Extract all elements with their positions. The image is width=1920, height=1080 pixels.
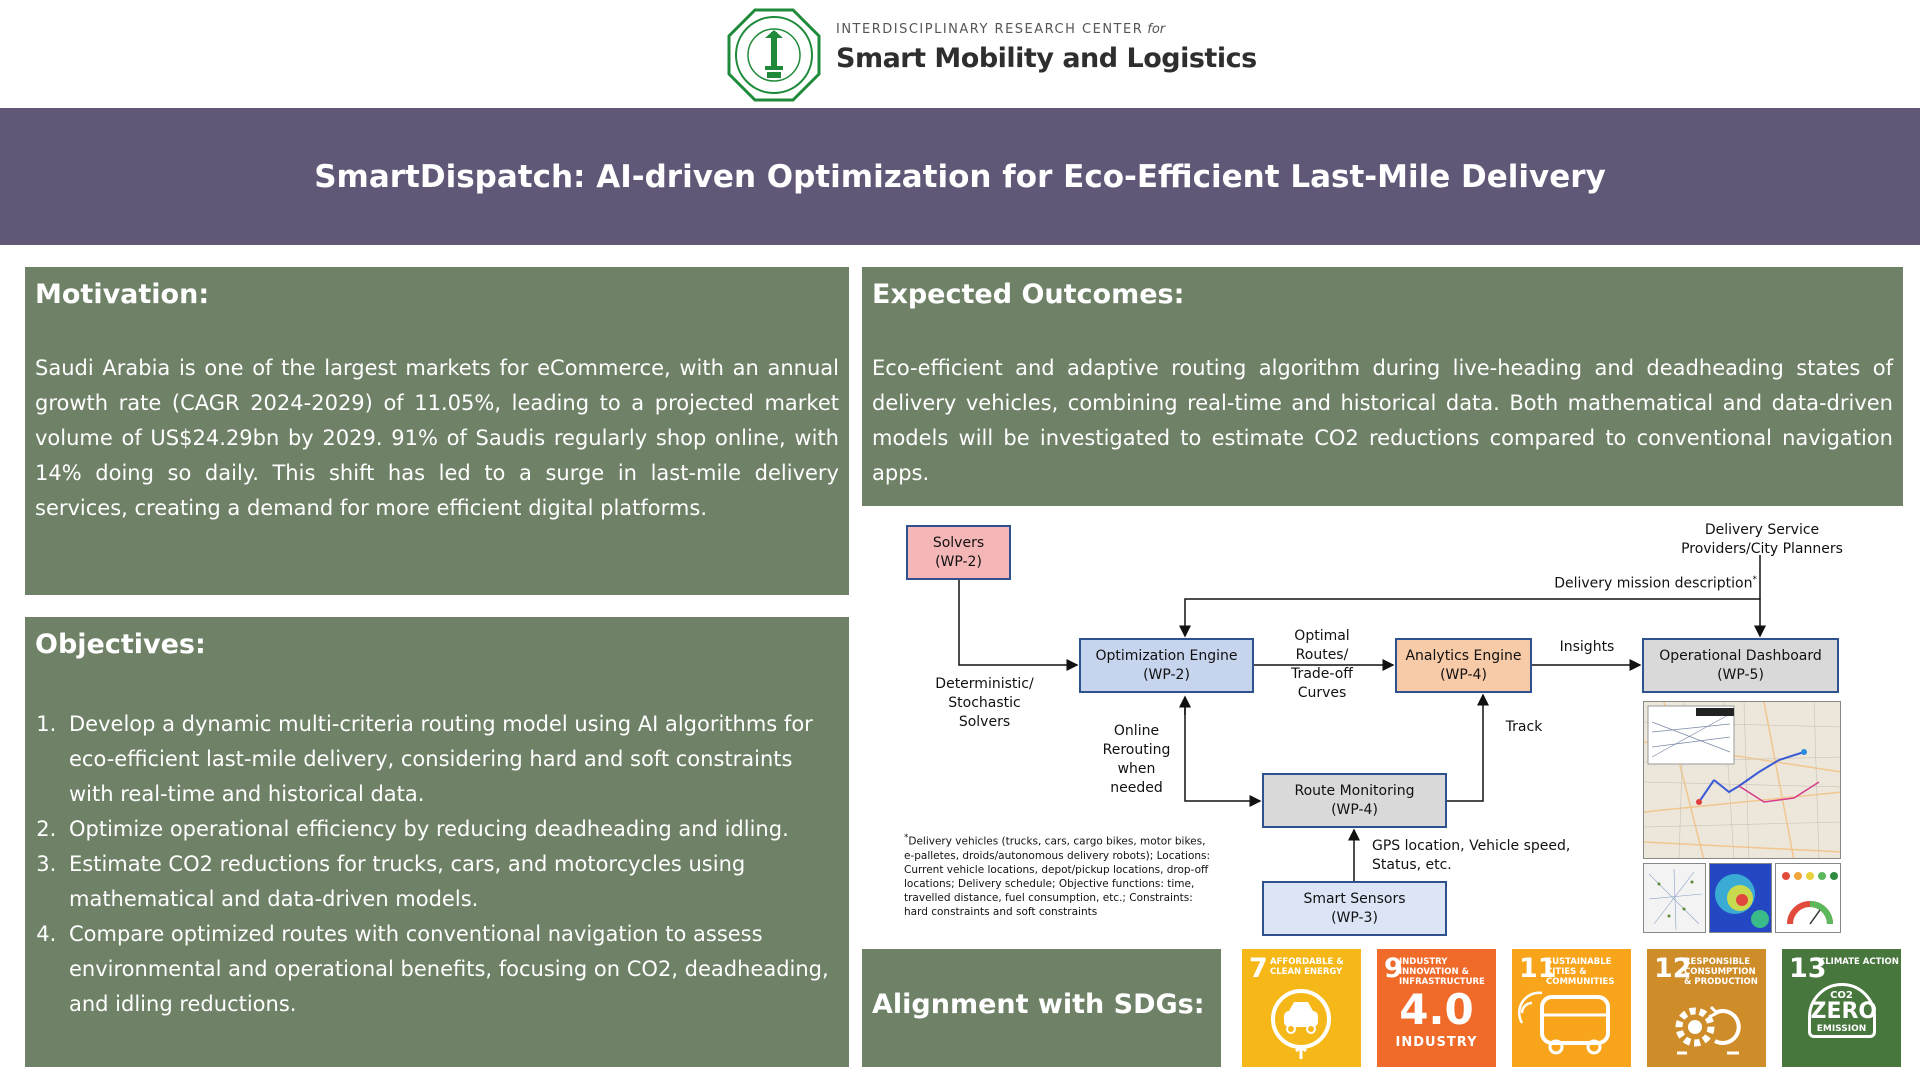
sdg-label: INDUSTRY INNOVATION & INFRASTRUCTURE xyxy=(1399,957,1485,987)
sdg-tile-12: 12 RESPONSIBLE CONSUMPTION & PRODUCTION xyxy=(1647,949,1766,1067)
optimization-engine-node: Optimization Engine (WP-2) xyxy=(1079,638,1254,693)
mission-footnote-mark: * xyxy=(1752,575,1758,585)
sdg-number: 11 xyxy=(1519,953,1557,984)
route-monitoring-node: Route Monitoring (WP-4) xyxy=(1262,773,1447,828)
outcomes-heading: Expected Outcomes: xyxy=(872,279,1185,310)
dashboard-thumb-gauges xyxy=(1775,863,1841,933)
autonomous-bus-icon xyxy=(1517,991,1610,1055)
solvers-label: Solvers xyxy=(932,534,985,551)
dashboard-wp: (WP-5) xyxy=(1717,666,1764,683)
center-kicker: INTERDISCIPLINARY RESEARCH CENTER xyxy=(836,22,1144,37)
objectives-heading: Objectives: xyxy=(35,629,206,660)
analytics-wp: (WP-4) xyxy=(1440,666,1487,683)
sdg-label: AFFORDABLE & CLEAN ENERGY xyxy=(1270,957,1344,977)
objective-item: Compare optimized routes with convention… xyxy=(63,917,835,1022)
sdg-label: SUSTAINABLE CITIES & COMMUNITIES xyxy=(1546,957,1615,987)
gear-recycle-icon xyxy=(1675,1005,1741,1055)
industry-icon-number: 4.0 xyxy=(1399,985,1474,1034)
sdg-tile-13: 13 CLIMATE ACTION CO2 ZERO EMISSION xyxy=(1782,949,1901,1067)
objectives-panel: Objectives: Develop a dynamic multi-crit… xyxy=(25,617,849,1067)
sdg-tile-11: 11 SUSTAINABLE CITIES & COMMUNITIES xyxy=(1512,949,1631,1067)
dashboard-map-image xyxy=(1643,701,1841,859)
optimization-label: Optimization Engine xyxy=(1095,647,1238,664)
gps-edge-label: GPS location, Vehicle speed, Status, etc… xyxy=(1372,838,1571,873)
reroute-edge-label: Online Rerouting when needed xyxy=(1102,723,1171,796)
dashboard-label: Operational Dashboard xyxy=(1659,647,1822,664)
optimal-edge-label: Optimal Routes/ Trade-off Curves xyxy=(1291,628,1353,701)
title-band: SmartDispatch: AI-driven Optimization fo… xyxy=(0,108,1920,245)
sdg-number: 7 xyxy=(1249,953,1268,984)
zero-emission-icon: CO2 ZERO EMISSION xyxy=(1782,983,1901,1067)
zero-emission-caption: EMISSION xyxy=(1816,1024,1867,1034)
center-kicker-for: for xyxy=(1147,22,1166,37)
route-monitoring-label: Route Monitoring xyxy=(1294,782,1415,799)
solvers-node: Solvers (WP-2) xyxy=(906,525,1011,580)
dashboard-thumb-map xyxy=(1643,863,1706,933)
objective-item: Optimize operational efficiency by reduc… xyxy=(63,812,835,847)
optimization-wp: (WP-2) xyxy=(1143,666,1190,683)
analytics-engine-node: Analytics Engine (WP-4) xyxy=(1395,638,1532,693)
sdg-tile-9: 9 INDUSTRY INNOVATION & INFRASTRUCTURE 4… xyxy=(1377,949,1496,1067)
motivation-panel: Motivation: Saudi Arabia is one of the l… xyxy=(25,267,849,595)
dashboard-thumb-heatmap xyxy=(1709,863,1772,933)
footnote-text: Delivery vehicles (trucks, cars, cargo b… xyxy=(904,835,1211,918)
industry-4-0-icon: 4.0 INDUSTRY xyxy=(1377,983,1496,1067)
outcomes-text: Eco-efficient and adaptive routing algor… xyxy=(872,356,1893,485)
diagram-footnote: *Delivery vehicles (trucks, cars, cargo … xyxy=(904,831,1214,919)
ev-charging-icon xyxy=(1271,989,1331,1059)
provider-label: Delivery Service Providers/City Planners xyxy=(1681,522,1843,557)
sdg-label: CLIMATE ACTION xyxy=(1819,957,1899,967)
objective-item: Estimate CO2 reductions for trucks, cars… xyxy=(63,847,835,917)
center-title: Smart Mobility and Logistics xyxy=(836,43,1257,74)
objectives-list: Develop a dynamic multi-criteria routing… xyxy=(63,707,835,1022)
objective-item: Develop a dynamic multi-criteria routing… xyxy=(63,707,835,812)
sdg-heading: Alignment with SDGs: xyxy=(872,989,1205,1020)
sdg-label: RESPONSIBLE CONSUMPTION & PRODUCTION xyxy=(1684,957,1758,987)
footnote-mark: * xyxy=(904,833,909,843)
sensors-label: Smart Sensors xyxy=(1303,890,1406,907)
zero-emission-co2: CO2 xyxy=(1830,990,1853,1001)
mission-label: Delivery mission description* xyxy=(1554,575,1758,592)
system-architecture-diagram: Solvers (WP-2) Optimization Engine (WP-2… xyxy=(862,515,1903,940)
track-edge-label: Track xyxy=(1505,719,1543,735)
operational-dashboard-node: Operational Dashboard (WP-5) xyxy=(1642,638,1839,693)
motivation-text: Saudi Arabia is one of the largest marke… xyxy=(35,356,839,520)
sdg-panel: Alignment with SDGs: xyxy=(862,949,1221,1067)
diagram-arrows xyxy=(958,555,1766,881)
route-monitoring-wp: (WP-4) xyxy=(1331,801,1378,818)
outcomes-panel: Expected Outcomes: Eco-efficient and ada… xyxy=(862,267,1903,506)
sensors-wp: (WP-3) xyxy=(1331,909,1378,926)
sdg-number: 13 xyxy=(1789,953,1827,984)
sdg-number: 9 xyxy=(1384,953,1403,984)
motivation-heading: Motivation: xyxy=(35,279,210,310)
page-title: SmartDispatch: AI-driven Optimization fo… xyxy=(314,158,1606,195)
insights-edge-label: Insights xyxy=(1559,639,1615,655)
sdg-number: 12 xyxy=(1654,953,1692,984)
smart-sensors-node: Smart Sensors (WP-3) xyxy=(1262,881,1447,936)
solver-edge-label: Deterministic/ Stochastic Solvers xyxy=(935,676,1034,730)
solvers-wp: (WP-2) xyxy=(935,553,982,570)
industry-icon-caption: INDUSTRY xyxy=(1395,1035,1478,1050)
kfupm-seal-logo xyxy=(727,8,821,102)
zero-emission-word: ZERO xyxy=(1810,999,1878,1024)
sdg-tile-7: 7 AFFORDABLE & CLEAN ENERGY xyxy=(1242,949,1361,1067)
analytics-label: Analytics Engine xyxy=(1405,647,1522,664)
